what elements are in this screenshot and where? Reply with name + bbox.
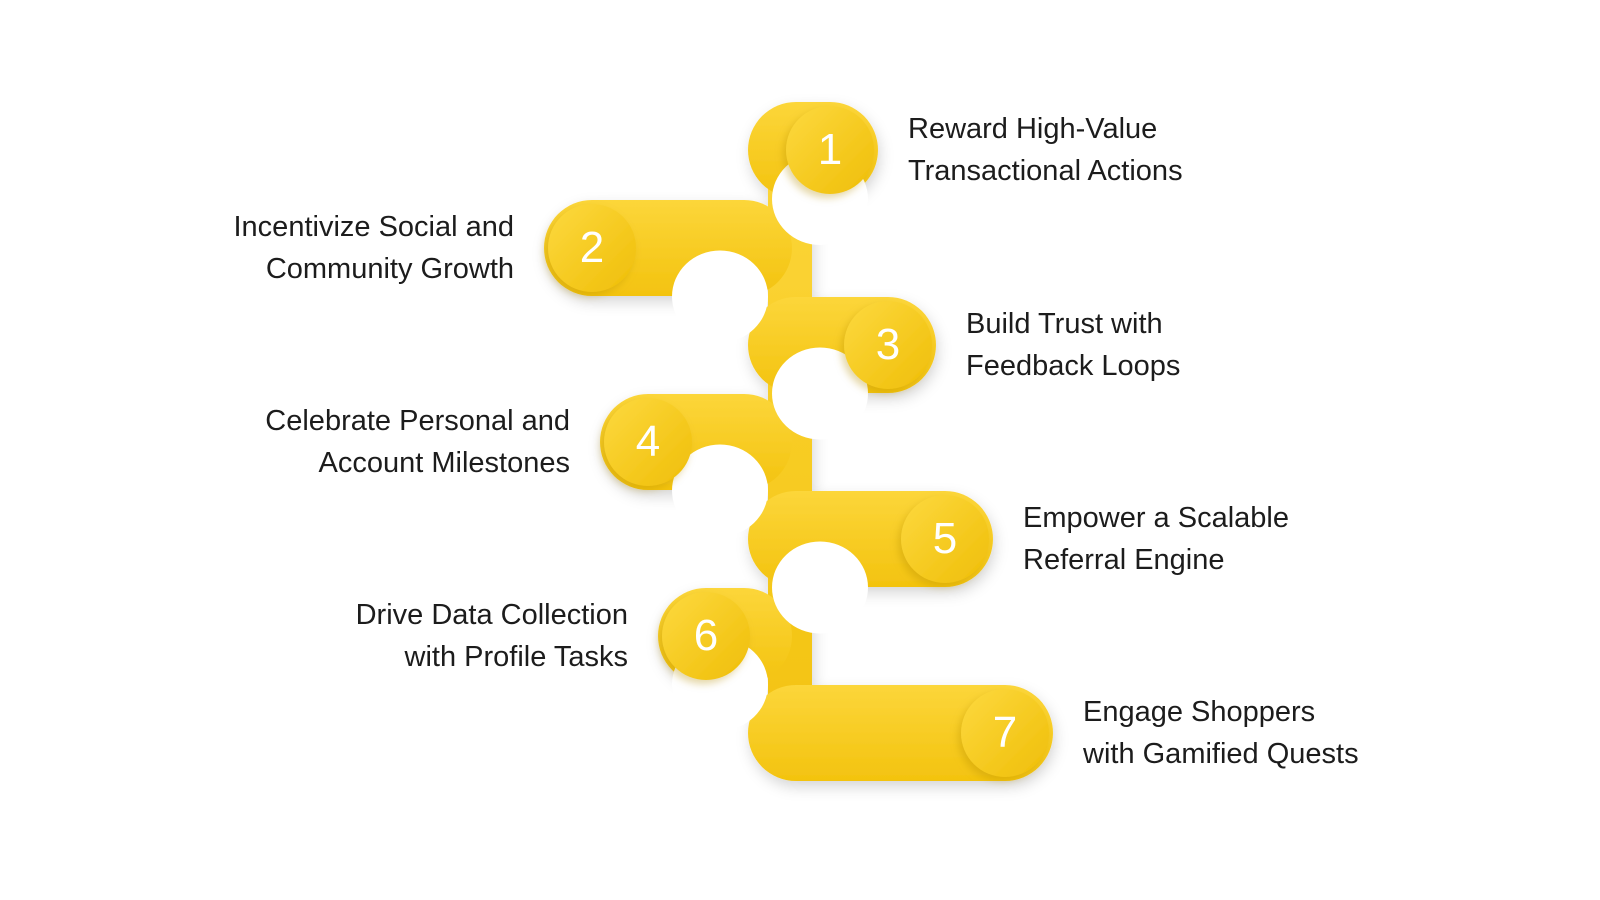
step-circle-3 bbox=[844, 301, 932, 389]
step-number-4: 4 bbox=[635, 417, 661, 466]
step-label-6: Drive Data Collection with Profile Tasks bbox=[248, 594, 628, 678]
track-notch-3 bbox=[772, 347, 868, 440]
step-label-line2: Account Milestones bbox=[318, 447, 570, 479]
step-number-2: 2 bbox=[579, 223, 605, 272]
track-notch-4 bbox=[672, 444, 768, 537]
step-label-line1: Build Trust with bbox=[966, 308, 1163, 340]
step-number-7: 7 bbox=[992, 708, 1018, 757]
track-notch-2 bbox=[672, 250, 768, 343]
step-label-line2: with Gamified Quests bbox=[1083, 738, 1359, 770]
step-label-line1: Engage Shoppers bbox=[1083, 696, 1316, 728]
step-circle-4 bbox=[604, 398, 692, 486]
step-label-line2: Referral Engine bbox=[1023, 544, 1225, 576]
step-label-7: Engage Shoppers with Gamified Quests bbox=[1083, 691, 1463, 775]
step-label-line1: Empower a Scalable bbox=[1023, 502, 1289, 534]
step-circle-2 bbox=[548, 204, 636, 292]
track-notches bbox=[672, 153, 868, 731]
step-circle-5 bbox=[901, 495, 989, 583]
step-label-line1: Incentivize Social and bbox=[233, 211, 515, 243]
step-circle-6 bbox=[662, 592, 750, 680]
step-label-line2: Transactional Actions bbox=[908, 155, 1183, 187]
step-number-1: 1 bbox=[817, 125, 843, 174]
step-number-5: 5 bbox=[932, 514, 958, 563]
step-number-3: 3 bbox=[875, 320, 901, 369]
step-circle-1 bbox=[786, 106, 874, 194]
step-label-line2: Feedback Loops bbox=[966, 350, 1181, 382]
track-notch-5 bbox=[772, 541, 868, 634]
step-label-line2: Community Growth bbox=[265, 253, 514, 285]
step-number-6: 6 bbox=[693, 611, 719, 660]
step-circles bbox=[548, 106, 1049, 777]
step-label-line1: Celebrate Personal and bbox=[265, 405, 570, 437]
step-label-line1: Reward High-Value bbox=[908, 113, 1158, 145]
step-label-line2: with Profile Tasks bbox=[404, 641, 629, 673]
step-label-line1: Drive Data Collection bbox=[355, 599, 628, 631]
step-circle-7 bbox=[961, 689, 1049, 777]
